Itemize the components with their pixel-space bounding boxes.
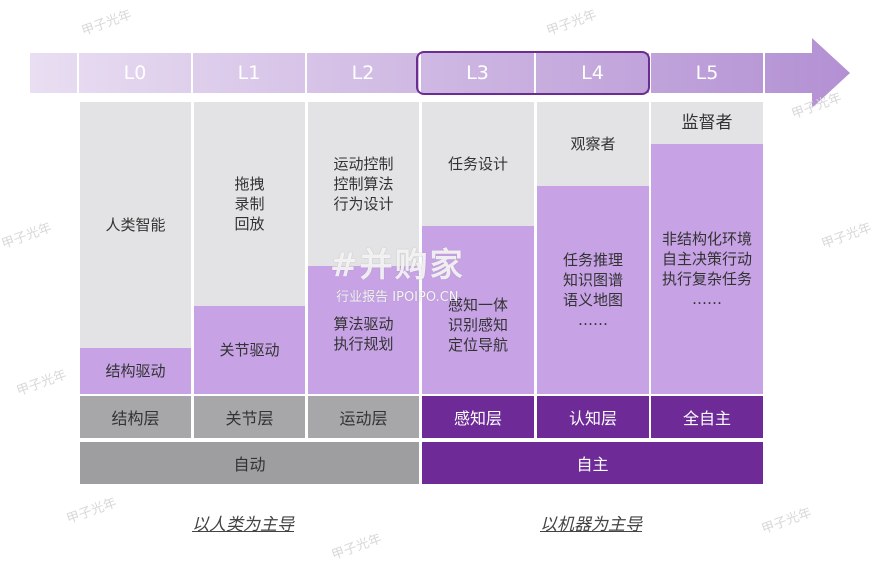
highlight-frame-l3-l4 [416, 51, 650, 95]
watermark-brand: 甲子光年 [759, 505, 814, 538]
level-label-l1: L1 [237, 62, 261, 84]
col0-top-cell: 人类智能 [80, 102, 191, 348]
col3-bottom-cell: 感知一体 识别感知 定位导航 [422, 226, 534, 394]
watermark-brand: 甲子光年 [819, 220, 874, 253]
watermark-logo-text: #并购家 [330, 245, 465, 284]
layer-cognition: 认知层 [537, 396, 649, 438]
watermark-brand: 甲子光年 [0, 220, 54, 253]
col1-bottom-cell: 关节驱动 [194, 306, 305, 394]
caption-machine-led: 以机器为主导 [540, 515, 642, 535]
level-label-l5: L5 [695, 62, 719, 84]
layer-motion: 运动层 [308, 396, 419, 438]
col4-bottom-cell: 任务推理 知识图谱 语义地图 …… [537, 186, 649, 394]
col5-bottom-cell: 非结构化环境 自主决策行动 执行复杂任务 …… [651, 144, 763, 394]
watermark-brand: 甲子光年 [329, 531, 384, 563]
watermark-logo: #并购家 行业报告 IPOIPO.CN [330, 238, 465, 305]
level-label-l0: L0 [123, 62, 147, 84]
col3-top-cell: 任务设计 [422, 102, 534, 226]
level-label-l2: L2 [351, 62, 375, 84]
watermark-logo-sub: 行业报告 IPOIPO.CN [336, 290, 459, 305]
layer-full-autonomy: 全自主 [651, 396, 763, 438]
level-label-l4: L4 [581, 62, 604, 84]
caption-human-led: 以人类为主导 [192, 515, 294, 535]
group-autonomous: 自主 [422, 442, 763, 484]
layer-structure: 结构层 [80, 396, 191, 438]
col2-bottom-cell: 算法驱动 执行规划 [308, 266, 419, 394]
watermark-brand: 甲子光年 [64, 495, 119, 528]
col0-bottom-cell: 结构驱动 [80, 348, 191, 394]
level-label-l3: L3 [466, 62, 489, 84]
group-automatic: 自动 [80, 442, 419, 484]
col2-top-cell: 运动控制 控制算法 行为设计 [308, 102, 419, 266]
col4-top-cell: 观察者 [537, 102, 649, 186]
col5-top-cell: 监督者 [651, 102, 763, 144]
layer-joint: 关节层 [194, 396, 305, 438]
col1-top-cell: 拖拽 录制 回放 [194, 102, 305, 306]
watermark-brand: 甲子光年 [14, 367, 69, 400]
layer-perception: 感知层 [422, 396, 534, 438]
